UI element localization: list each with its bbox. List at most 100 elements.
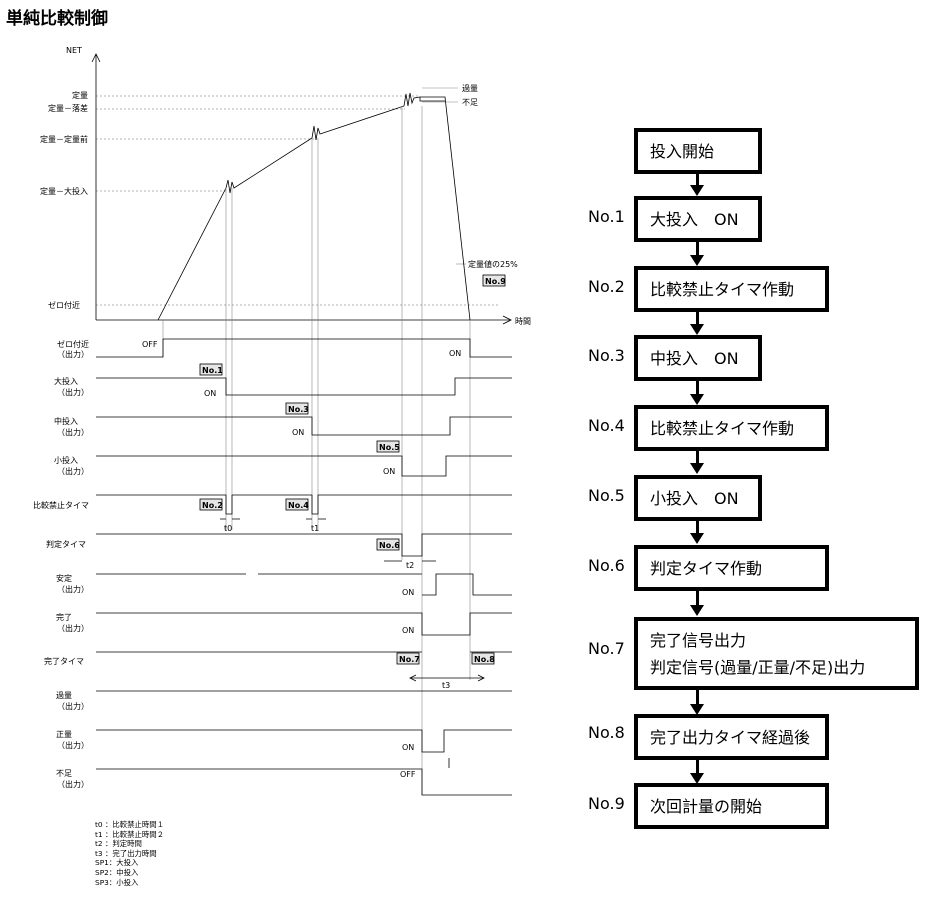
flow-step-box: 完了信号出力 判定信号(過量/正量/不足)出力 (634, 617, 919, 690)
signal-labels: ゼロ付近 （出力） 大投入 （出力） 中投入 （出力） 小投入 （出力） 比較禁… (33, 339, 89, 789)
legend: t0 ：比較禁止時間１ t1 ：比較禁止時間２ t2 ：判定時間 t3 ：完了出… (95, 820, 164, 887)
flow-arrow (690, 394, 704, 405)
page-title: 単純比較制御 (6, 9, 108, 29)
flow-step-text: 完了信号出力 (650, 630, 747, 650)
state-on-ok: ON (402, 743, 414, 752)
state-on-mid: ON (292, 428, 304, 437)
timer-t2: t2 (406, 561, 414, 570)
signal-label: 完了 (56, 612, 72, 622)
signal-label: 完了タイマ (44, 656, 84, 666)
flow-arrow (690, 255, 704, 266)
weight-curve (157, 92, 471, 321)
svg-text:No.3: No.3 (288, 405, 309, 414)
flow-arrow (690, 185, 704, 196)
badge-no9: No.9 (482, 274, 506, 287)
state-on-stable: ON (402, 588, 414, 597)
signal-label: 大投入 (54, 376, 78, 386)
legend-item: t3 ：完了出力時間 (95, 848, 157, 858)
flow-step-box: 完了出力タイマ経過後 (634, 714, 829, 760)
signal-sub: （出力） (57, 387, 89, 397)
flow-arrow (690, 773, 704, 784)
flow-arrow (690, 324, 704, 335)
signal-sub: （出力） (57, 779, 89, 789)
state-on-near-zero: ON (449, 349, 461, 358)
level-label-target-minus-pre: 定量－定量前 (40, 134, 88, 144)
flow-step-no: No.1 (588, 207, 625, 226)
level-label-target-minus-fall: 定量－落差 (48, 103, 88, 113)
signal-sub: （出力） (57, 466, 89, 476)
flow-step-text: 大投入 ON (650, 209, 739, 229)
flow-step-box: 判定タイマ作動 (634, 545, 829, 591)
flow-step-no: No.9 (588, 794, 625, 813)
level-label-target-minus-large: 定量－大投入 (40, 186, 88, 196)
flow-step-no: No.5 (588, 486, 625, 505)
state-on-small: ON (383, 467, 395, 476)
flow-step-no: No.6 (588, 556, 625, 575)
flow-step-text: 判定タイマ作動 (650, 558, 763, 578)
flow-step-no: No.4 (588, 416, 625, 435)
y-axis-label: NET (66, 46, 82, 55)
flow-step-no: No.7 (588, 639, 625, 658)
badge-no2: No.2 (199, 498, 223, 511)
flow-step-box: 中投入 ON (634, 335, 762, 381)
flow-arrow (690, 533, 704, 544)
flow-step-text: 完了出力タイマ経過後 (650, 727, 811, 747)
flow-arrow (690, 605, 704, 616)
svg-text:No.4: No.4 (288, 501, 309, 510)
timer-t1: t1 (311, 524, 319, 533)
x-axis-label: 時間 (515, 317, 531, 326)
weight-curve-dip (419, 97, 445, 102)
signal-sub: （出力） (57, 349, 89, 359)
state-on-complete: ON (402, 626, 414, 635)
signal-sub: （出力） (57, 740, 89, 750)
svg-text:No.7: No.7 (399, 655, 420, 664)
legend-item: SP3：小投入 (95, 877, 139, 887)
flow-step-text: 小投入 ON (650, 488, 739, 508)
svg-text:No.9: No.9 (485, 277, 506, 286)
signal-sub: （出力） (57, 623, 89, 633)
signal-label: 中投入 (54, 416, 78, 426)
flow-step-text: 中投入 ON (650, 348, 739, 368)
flow-step-box: 次回計量の開始 (634, 783, 829, 829)
flow-step-box: 小投入 ON (634, 475, 762, 521)
badge-no3: No.3 (285, 402, 309, 415)
flow-step-text: 比較禁止タイマ作動 (650, 279, 795, 299)
flow-step-text: 次回計量の開始 (650, 796, 763, 816)
badge-no6: No.6 (376, 538, 400, 551)
pct-label: 定量値の25% (468, 259, 518, 269)
badge-no5: No.5 (376, 440, 400, 453)
state-off-near-zero: OFF (142, 340, 158, 349)
flow-step-text: 比較禁止タイマ作動 (650, 418, 795, 438)
flow-step-text: 判定信号(過量/正量/不足)出力 (650, 657, 866, 677)
signal-label: 正量 (56, 730, 72, 739)
flow-step-box: 大投入 ON (634, 196, 762, 242)
signal-label: 不足 (56, 769, 72, 778)
signal-label: 判定タイマ (46, 539, 86, 549)
flow-arrow (690, 704, 704, 715)
flow-step-box: 比較禁止タイマ作動 (634, 266, 829, 312)
wave-large-feed (96, 377, 512, 396)
flow-step-box: 比較禁止タイマ作動 (634, 405, 829, 451)
state-on-large: ON (204, 389, 216, 398)
badge-no4: No.4 (285, 498, 309, 511)
signal-label: 安定 (56, 573, 72, 583)
timing-diagram: NET 時間 定量 定量－落差 定量－定量前 定量－大投入 ゼロ付近 過量 不足… (33, 46, 531, 796)
wave-under (96, 758, 512, 796)
state-off-under: OFF (400, 770, 416, 779)
flow-step-no: No.3 (588, 346, 625, 365)
signal-sub: （出力） (57, 427, 89, 437)
svg-text:No.2: No.2 (202, 501, 223, 510)
legend-item: t0 ：比較禁止時間１ (95, 820, 165, 829)
legend-item: t2 ：判定時間 (95, 839, 142, 849)
svg-text:No.6: No.6 (379, 541, 400, 550)
wave-compare-inhibit (96, 494, 512, 515)
svg-text:No.8: No.8 (474, 655, 495, 664)
wave-small-feed (96, 455, 512, 477)
svg-text:No.5: No.5 (379, 443, 400, 452)
signal-label: 小投入 (54, 455, 78, 465)
wave-near-zero (96, 338, 512, 358)
signal-label: 比較禁止タイマ (33, 500, 89, 510)
legend-item: SP2：中投入 (95, 867, 139, 877)
flow-step-no: No.2 (588, 277, 625, 296)
wave-complete (96, 612, 512, 636)
